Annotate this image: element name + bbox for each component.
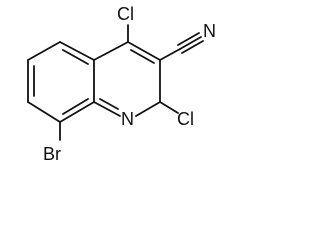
atom-n-ring: N: [121, 109, 134, 129]
bond-nitrile-triple-2: [177, 32, 200, 46]
bond-benzo-4: [59, 101, 95, 123]
bond-pyr-5: [93, 101, 121, 117]
bond-pyr-2: [127, 41, 161, 61]
bond-benzo-inner-2: [62, 49, 89, 65]
bond-benzo-2: [59, 41, 95, 61]
bond-benzo-1: [27, 41, 61, 61]
atom-n-nitrile: N: [203, 21, 216, 41]
atom-cl-top: Cl: [117, 4, 134, 24]
atom-br: Br: [43, 144, 61, 164]
molecule-svg: Cl N N Cl Br: [27, 4, 216, 164]
bond-nitrile-triple-1: [179, 36, 202, 50]
bond-benzo-inner-3: [62, 98, 89, 115]
structure-diagram: Cl N N Cl Br: [27, 4, 216, 164]
bond-cl-right: [159, 101, 179, 114]
bond-pyr-4: [135, 101, 161, 117]
atom-cl-right: Cl: [177, 109, 194, 129]
bond-pyr-1: [93, 41, 129, 61]
bond-benzo-5: [27, 101, 61, 123]
bond-pyr-5-inner: [99, 98, 119, 110]
bond-nitrile-triple-3: [181, 40, 204, 54]
bond-pyr-2-inner: [130, 49, 155, 64]
bond-nitrile-single: [159, 48, 181, 61]
